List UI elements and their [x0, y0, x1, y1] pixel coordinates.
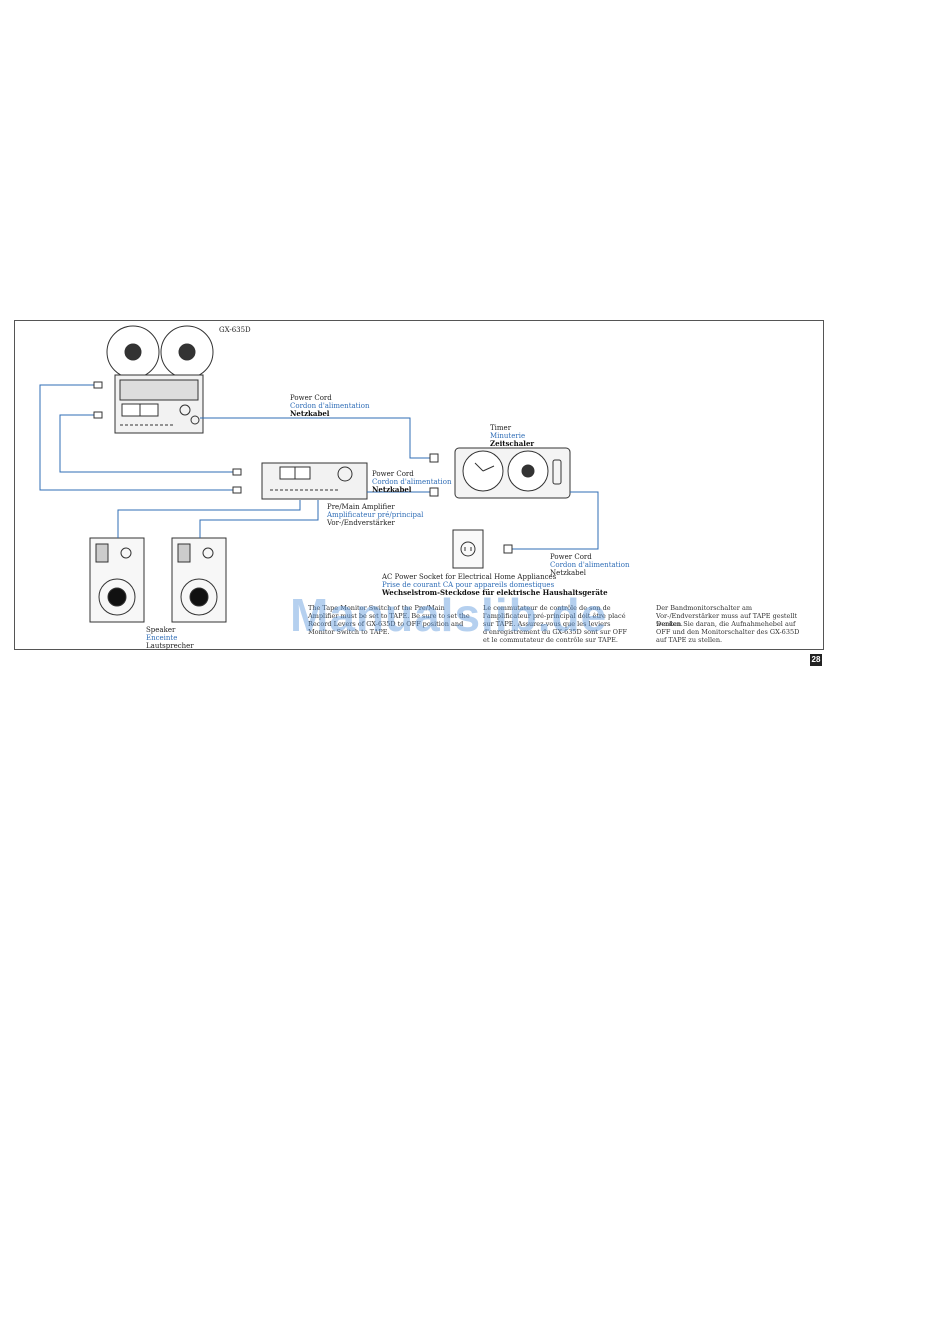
speaker-fr: Enceinte: [146, 634, 178, 642]
note-german-2: Denken Sie daran, die Aufnahmehebel auf …: [656, 620, 800, 644]
ac-socket: [452, 529, 484, 569]
note-french: Le commutateur de contrôle de son de l'a…: [483, 604, 627, 644]
socket-de: Wechselstrom-Steckdose für elektrische H…: [382, 588, 608, 597]
tape-deck: [106, 325, 214, 434]
power-cord-2-fr: Cordon d'alimentation: [372, 478, 452, 486]
power-cord-3-fr: Cordon d'alimentation: [550, 561, 630, 569]
power-cord-1-fr: Cordon d'alimentation: [290, 402, 370, 410]
power-cord-3-en: Power Cord: [550, 553, 592, 561]
timer-unit: [454, 447, 571, 499]
timer-fr: Minuterie: [490, 432, 526, 440]
page-number: 28: [810, 654, 822, 666]
socket-fr: Prise de courant CA pour appareils domes…: [382, 581, 555, 589]
power-cord-1-de: Netzkabel: [290, 409, 330, 418]
amplifier-en: Pre/Main Amplifier: [327, 503, 395, 511]
power-cord-2-de: Netzkabel: [372, 485, 412, 494]
speaker-right: [171, 537, 227, 623]
speaker-left: [89, 537, 145, 623]
speaker-en: Speaker: [146, 626, 176, 634]
amplifier-fr: Amplificateur pré/principal: [327, 511, 424, 519]
volume-knob: [337, 466, 353, 482]
watermark: Manualslib.de: [290, 589, 608, 641]
wires: [39, 384, 599, 550]
timer-de: Zeitschaler: [490, 439, 535, 448]
power-cord-1-en: Power Cord: [290, 394, 332, 402]
timer-en: Timer: [490, 424, 512, 432]
socket-en: AC Power Socket for Electrical Home Appl…: [382, 573, 557, 581]
deck-model-label: GX-635D: [219, 326, 251, 334]
note-german-1: Der Bandmonitorschalter am Vor-/Endverst…: [656, 604, 798, 628]
plugs: [93, 381, 513, 554]
speaker-de: Lautsprecher: [146, 642, 194, 650]
note-english: The Tape Monitor Switch of the Pre/Main …: [308, 604, 470, 636]
amplifier-de: Vor-/Endverstärker: [327, 519, 395, 527]
diagram-frame: [14, 320, 824, 650]
power-cord-2-en: Power Cord: [372, 470, 414, 478]
amplifier: [261, 462, 368, 500]
power-cord-3-de: Netzkabel: [550, 569, 587, 577]
